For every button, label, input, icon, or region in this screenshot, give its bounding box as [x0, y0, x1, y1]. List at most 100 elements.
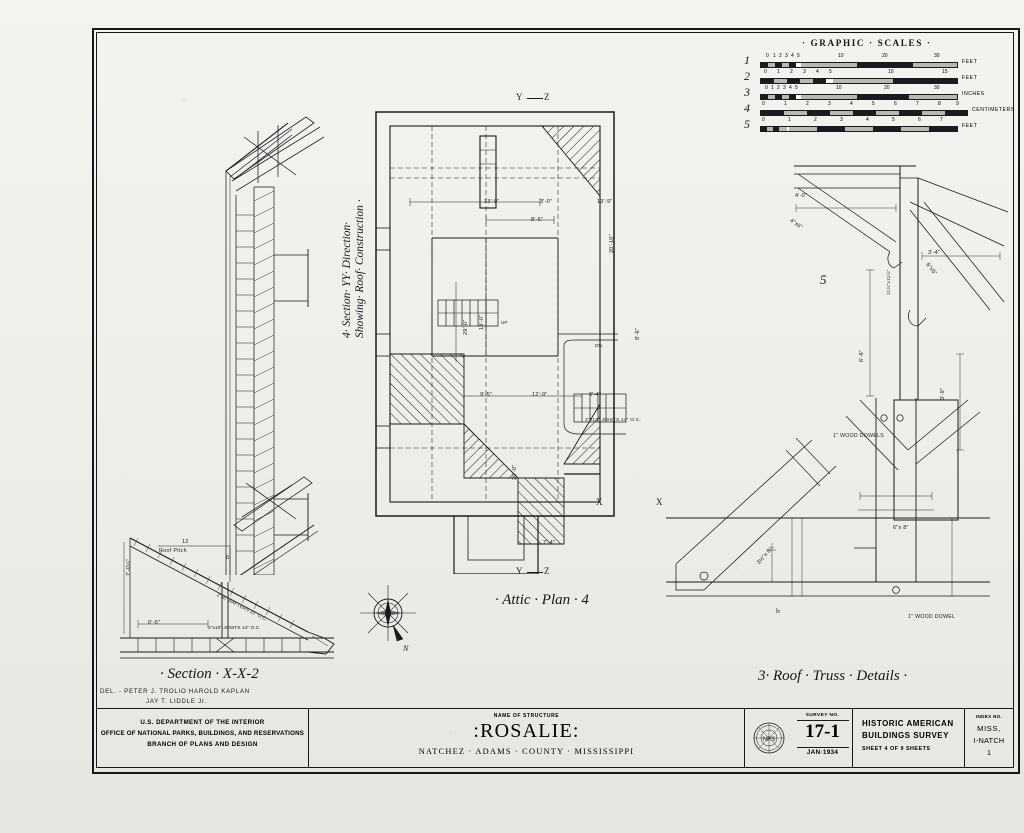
program-line-2: BUILDINGS SURVEY	[862, 731, 949, 740]
compass-north-label: N	[402, 644, 409, 653]
scale-bar	[760, 62, 958, 69]
compass-rose: N	[360, 585, 416, 653]
attic-dim-13-9-right: 13'-9"	[597, 199, 613, 205]
scale-unit: FEET	[962, 59, 978, 65]
scale-tick: 30	[934, 85, 940, 91]
survey-date: JAN·1934	[806, 749, 839, 756]
scale-tick: 3	[785, 53, 788, 59]
attic-dim-13-9-left: 13'-9"	[484, 199, 500, 205]
attic-stair-dn: DN.	[595, 343, 603, 348]
title-block-index-cell: INDEX NO. MISS, I-NATCH 1	[965, 709, 1013, 767]
scale-tick: 2	[779, 53, 782, 59]
scale-tick: 1	[788, 117, 791, 123]
section-mark-label-y-top: Y	[516, 92, 523, 102]
program-line-1: HISTORIC AMERICAN	[862, 719, 954, 728]
section-xx-caption: · Section · X-X-2	[160, 666, 259, 682]
credits-line-2: JAY T. LIDDLE Jr.	[146, 698, 207, 705]
attic-dim-12-9: 12'-9"	[532, 392, 548, 398]
scale-tick: 1	[773, 53, 776, 59]
truss-dim-6x8: 6"x 8"	[893, 525, 909, 531]
title-block-structure-cell: NAME OF STRUCTURE :ROSALIE: NATCHEZ · AD…	[309, 709, 745, 767]
scale-tick: 4	[816, 69, 819, 75]
scale-tick: 7	[940, 117, 943, 123]
roof-truss-details-caption: 3· Roof · Truss · Details ·	[758, 668, 908, 684]
attic-plan-drawing	[375, 111, 627, 574]
truss-dim-9in: 9"	[776, 607, 782, 614]
scale-index-2: 2	[744, 69, 750, 83]
scale-tick: 5	[829, 69, 832, 75]
section-mark-label-x-upper: X	[596, 497, 603, 507]
scale-row-4: 4 0 1 2 3 4 5 6 7 8 9 CENTIMETERS	[744, 101, 1014, 117]
scale-tick: 10	[888, 69, 894, 75]
attic-dim-9-5: 9'-5"	[480, 392, 493, 398]
section-xx-joist-note: 3"x10" JOISTS 14" O.C.	[208, 626, 261, 631]
scale-tick: 4	[791, 53, 794, 59]
structure-location: NATCHEZ · ADAMS · COUNTY · MISSISSIPPI	[418, 747, 635, 756]
agency-line-2: OFFICE OF NATIONAL PARKS, BUILDINGS, AND…	[100, 730, 305, 737]
truss-dim-3-4: 3'-4"	[928, 250, 941, 256]
scale-index-4: 4	[744, 101, 750, 115]
truss-note-wood-dowels: 1" WOOD DOWELS	[833, 433, 885, 439]
scale-unit: CENTIMETERS	[972, 107, 1015, 113]
scale-row-2: 2 0 1 2 3 4 5 10 15 FEET	[744, 69, 1006, 85]
credits-line-1: DEL. - PETER J. TROLIO HAROLD KAPLAN	[100, 688, 250, 695]
scale-unit: FEET	[962, 123, 978, 129]
scale-tick: 7	[916, 101, 919, 107]
scale-tick: 20	[884, 85, 890, 91]
section-mark-label-y-bottom: Y	[516, 566, 523, 576]
scale-bar	[760, 126, 958, 133]
truss-dim-3-9: 3'-9"	[940, 387, 946, 400]
truss-dim-4-0: 4'-0"	[795, 193, 808, 199]
scale-bar	[760, 94, 958, 101]
scale-tick: 4	[866, 117, 869, 123]
section-yy-drawing	[225, 116, 325, 575]
scale-tick: 15	[942, 69, 948, 75]
section-xx-pitch-note: Roof Pitch	[159, 548, 187, 554]
scale-tick: 3	[840, 117, 843, 123]
survey-caption: SURVEY NO.	[805, 713, 840, 718]
scale-tick: 1	[784, 101, 787, 107]
attic-dim-3-0: 3'-0"	[540, 199, 553, 205]
scale-bar	[760, 110, 968, 117]
truss-detail-number: 5	[820, 272, 827, 287]
title-block-agency-cell: U.S. DEPARTMENT OF THE INTERIOR OFFICE O…	[97, 709, 309, 767]
attic-stair-up-1: UP	[501, 320, 508, 325]
scale-tick: 2	[777, 85, 780, 91]
sheet-border-outer	[92, 28, 1020, 774]
attic-dim-9-4: 9'-4"	[589, 392, 602, 398]
attic-joist-note: 3"x10" JOISTS 14" O.C.	[585, 418, 641, 423]
attic-dim-20-10: 20'-10"	[609, 234, 615, 253]
scale-tick: 0	[766, 53, 769, 59]
scale-index-5: 5	[744, 117, 750, 131]
nps-seal-icon: NPS	[753, 722, 785, 754]
scale-tick: 4	[850, 101, 853, 107]
structure-caption: NAME OF STRUCTURE	[493, 713, 560, 719]
scale-tick: 0	[762, 117, 765, 123]
scale-tick: 10	[838, 53, 844, 59]
scale-tick: 3	[783, 85, 786, 91]
scale-tick: 5	[872, 101, 875, 107]
scale-bar	[760, 78, 958, 85]
scale-unit: FEET	[962, 75, 978, 81]
title-block-seal-cell: NPS	[745, 709, 793, 767]
scale-tick: 3	[803, 69, 806, 75]
index-line-3: 1	[987, 748, 991, 757]
agency-line-3: BRANCH OF PLANS AND DESIGN	[147, 741, 258, 748]
scale-tick: 6	[918, 117, 921, 123]
truss-dim-11half: 11½"x11½"	[887, 269, 892, 295]
scale-tick: 6	[894, 101, 897, 107]
agency-line-1: U.S. DEPARTMENT OF THE INTERIOR	[140, 719, 265, 726]
scale-tick: 0	[764, 69, 767, 75]
attic-plan-caption: · Attic · Plan · 4	[495, 592, 589, 608]
scale-tick: 1	[771, 85, 774, 91]
survey-number: 17-1	[805, 721, 840, 742]
scale-row-5: 5 0 1 2 3 4 5 6 7 FEET	[744, 117, 1006, 133]
scale-unit: INCHES	[962, 91, 985, 97]
section-mark-label-z-top: Z	[544, 92, 550, 102]
scale-tick: 1	[777, 69, 780, 75]
scale-tick: 8	[938, 101, 941, 107]
scale-tick: 3	[828, 101, 831, 107]
scale-tick: 5	[795, 85, 798, 91]
graphic-scales-block: · GRAPHIC · SCALES · 1 0 1 2 3 4 5 10 20…	[744, 38, 1014, 134]
